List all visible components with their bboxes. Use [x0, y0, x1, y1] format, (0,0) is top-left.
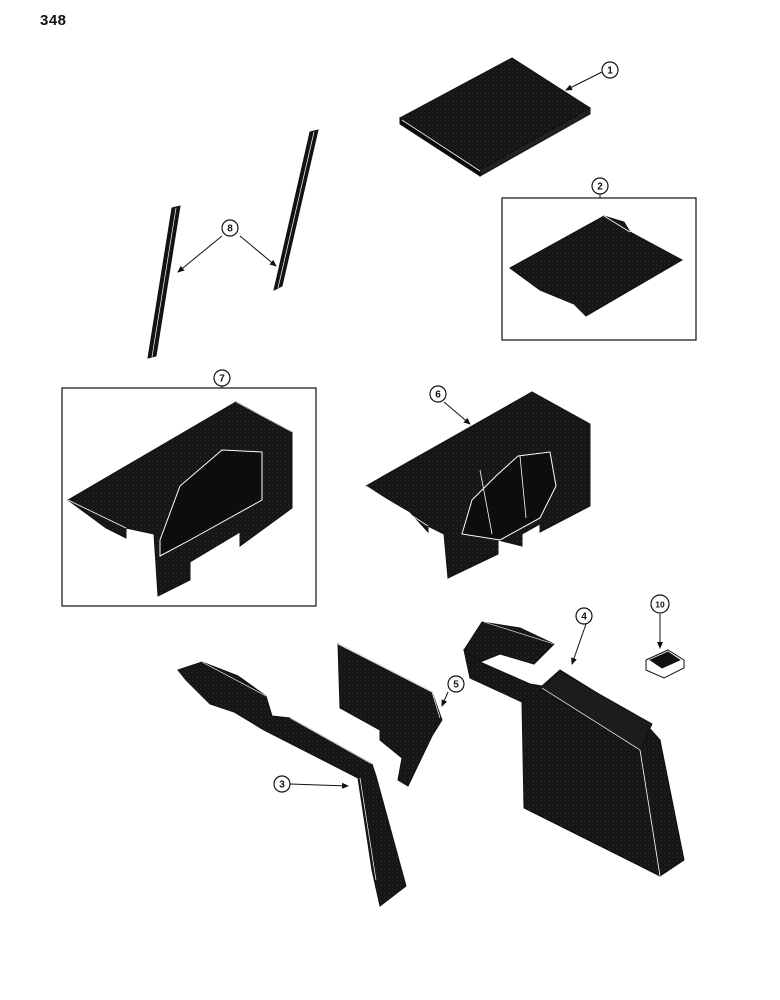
svg-text:5: 5	[453, 680, 459, 691]
svg-text:6: 6	[435, 390, 441, 401]
svg-text:4: 4	[581, 612, 587, 623]
part-8-trim-strips	[147, 129, 319, 359]
leader-lines	[177, 71, 663, 789]
callout-6: 6	[429, 385, 447, 403]
part-10-clip	[645, 649, 685, 679]
callout-5: 5	[447, 675, 465, 693]
callout-3: 3	[273, 775, 291, 793]
callout-4: 4	[575, 607, 593, 625]
svg-text:3: 3	[279, 780, 285, 791]
part-6-cowl-panel	[365, 391, 591, 579]
part-7-frame	[61, 387, 317, 607]
part-4-console-panel	[463, 621, 685, 877]
callout-10: 10	[650, 594, 670, 614]
callout-1: 1	[601, 61, 619, 79]
callout-2: 2	[591, 177, 609, 195]
part-2-frame	[501, 197, 697, 341]
svg-text:1: 1	[607, 66, 613, 77]
svg-text:8: 8	[227, 224, 233, 235]
svg-text:2: 2	[597, 182, 603, 193]
part-7-framed-panel	[61, 387, 317, 607]
part-2-framed-mat	[501, 197, 697, 341]
part-1-floor-mat	[399, 57, 591, 177]
part-5-kick-panel	[337, 643, 443, 787]
svg-text:7: 7	[219, 374, 225, 385]
svg-text:10: 10	[655, 600, 665, 610]
part-3-side-panel	[177, 661, 407, 907]
callout-7: 7	[213, 369, 231, 387]
callout-8: 8	[221, 219, 239, 237]
page-number: 348	[40, 12, 67, 29]
